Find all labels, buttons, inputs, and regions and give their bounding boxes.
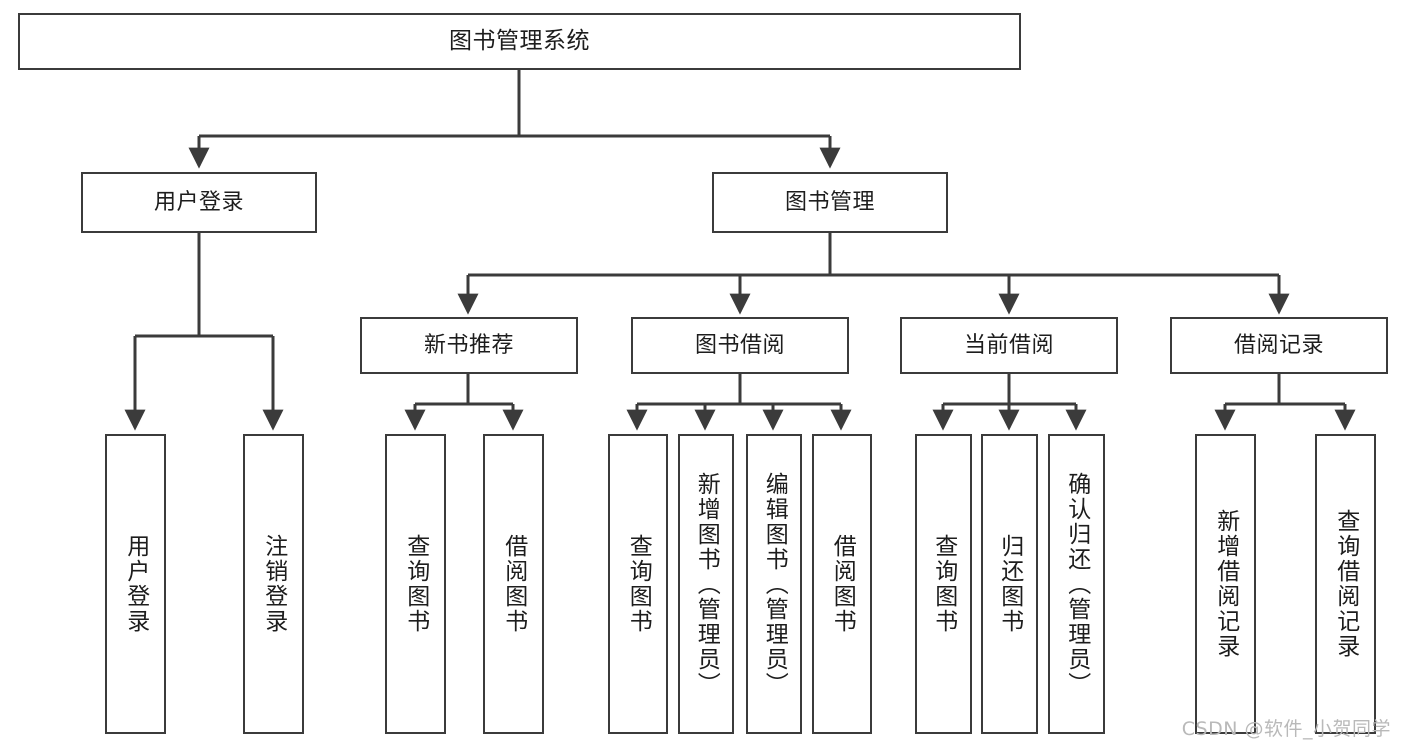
node-book-management[interactable]: 图书管理 [712, 172, 948, 233]
leaf-logout[interactable]: 注销登录 [243, 434, 304, 734]
leaf-current-confirm-return-label: 确认归还（管理员） [1063, 471, 1090, 697]
leaf-borrow-query-book[interactable]: 查询图书 [608, 434, 668, 734]
node-new-book-recommend-label: 新书推荐 [423, 332, 514, 358]
leaf-user-login-label: 用户登录 [122, 534, 149, 634]
node-user-login-label: 用户登录 [153, 189, 244, 215]
leaf-newbook-query-book-label: 查询图书 [402, 534, 429, 634]
node-book-borrow[interactable]: 图书借阅 [631, 317, 849, 374]
leaf-current-query-book[interactable]: 查询图书 [915, 434, 972, 734]
node-borrow-record-label: 借阅记录 [1233, 332, 1324, 358]
leaf-newbook-query-book[interactable]: 查询图书 [385, 434, 446, 734]
node-root-label: 图书管理系统 [449, 28, 590, 54]
leaf-record-add-record-label: 新增借阅记录 [1212, 509, 1239, 659]
node-book-borrow-label: 图书借阅 [694, 332, 785, 358]
leaf-newbook-borrow-book-label: 借阅图书 [500, 534, 527, 634]
csdn-watermark: CSDN @软件_小贺同学 [1181, 718, 1391, 740]
leaf-current-return-book-label: 归还图书 [996, 534, 1023, 634]
node-root[interactable]: 图书管理系统 [18, 13, 1021, 70]
node-borrow-record[interactable]: 借阅记录 [1170, 317, 1388, 374]
leaf-newbook-borrow-book[interactable]: 借阅图书 [483, 434, 544, 734]
leaf-current-query-book-label: 查询图书 [930, 534, 957, 634]
leaf-borrow-query-book-label: 查询图书 [625, 534, 652, 634]
leaf-logout-label: 注销登录 [260, 534, 287, 634]
leaf-borrow-borrow-book-label: 借阅图书 [829, 534, 856, 634]
node-current-borrow-label: 当前借阅 [963, 332, 1054, 358]
leaf-borrow-edit-book[interactable]: 编辑图书（管理员） [746, 434, 802, 734]
leaf-borrow-edit-book-label: 编辑图书（管理员） [761, 471, 788, 697]
leaf-borrow-add-book-label: 新增图书（管理员） [693, 471, 720, 697]
leaf-borrow-add-book[interactable]: 新增图书（管理员） [678, 434, 734, 734]
node-book-management-label: 图书管理 [784, 189, 875, 215]
leaf-current-confirm-return[interactable]: 确认归还（管理员） [1048, 434, 1105, 734]
leaf-current-return-book[interactable]: 归还图书 [981, 434, 1038, 734]
leaf-record-add-record[interactable]: 新增借阅记录 [1195, 434, 1256, 734]
leaf-record-query-record-label: 查询借阅记录 [1332, 509, 1359, 659]
node-new-book-recommend[interactable]: 新书推荐 [360, 317, 578, 374]
node-user-login[interactable]: 用户登录 [81, 172, 317, 233]
leaf-user-login[interactable]: 用户登录 [105, 434, 166, 734]
node-current-borrow[interactable]: 当前借阅 [900, 317, 1118, 374]
leaf-borrow-borrow-book[interactable]: 借阅图书 [812, 434, 872, 734]
leaf-record-query-record[interactable]: 查询借阅记录 [1315, 434, 1376, 734]
